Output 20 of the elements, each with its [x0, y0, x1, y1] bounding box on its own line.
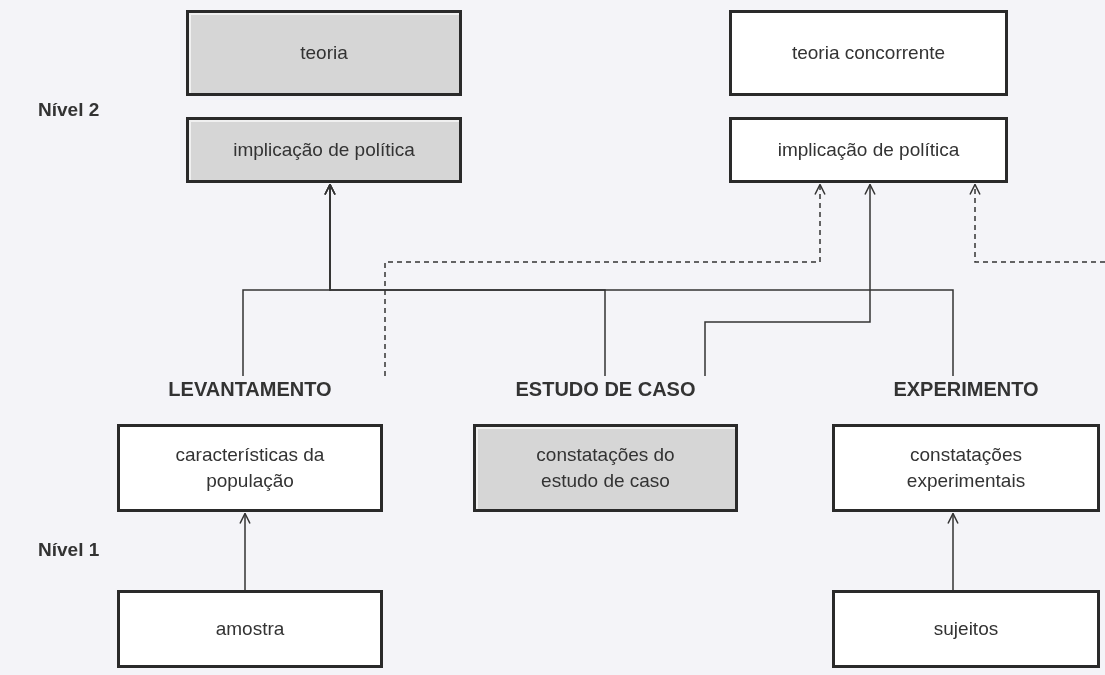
level-label: Nível 2 [38, 98, 100, 122]
dashed-arrow [384, 183, 826, 377]
process-box: características da população [117, 424, 383, 512]
arrow [324, 183, 954, 377]
process-box: amostra [117, 590, 383, 668]
process-box: sujeitos [832, 590, 1100, 668]
process-box: teoria concorrente [729, 10, 1008, 96]
process-box: constatações experimentais [832, 424, 1100, 512]
arrow [947, 512, 959, 591]
arrow [239, 512, 251, 591]
method-heading: LEVANTAMENTO [168, 377, 332, 402]
shaded-box: teoria [186, 10, 462, 96]
method-heading: EXPERIMENTO [893, 377, 1039, 402]
method-heading: ESTUDO DE CASO [515, 377, 696, 402]
process-box: implicação de política [729, 117, 1008, 183]
dashed-arrow [969, 183, 1105, 263]
arrow [704, 183, 876, 377]
shaded-box: implicação de política [186, 117, 462, 183]
shaded-box: constatações do estudo de caso [473, 424, 738, 512]
level-label: Nível 1 [38, 538, 100, 562]
